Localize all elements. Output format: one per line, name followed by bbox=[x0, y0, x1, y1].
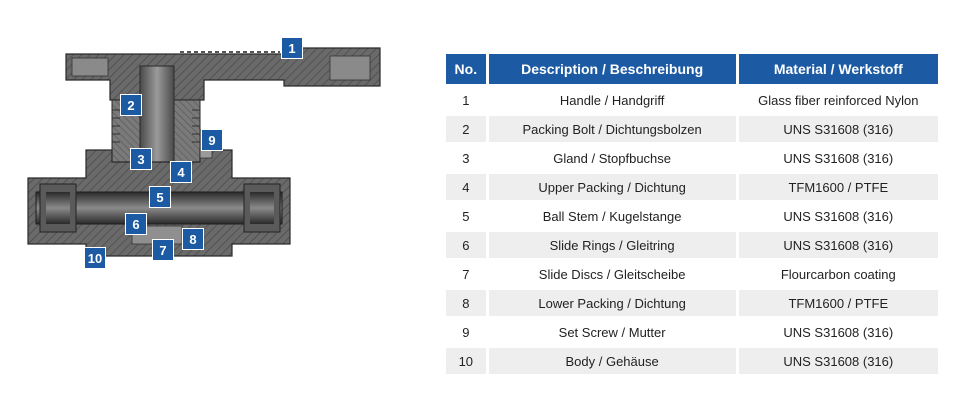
cell-no: 8 bbox=[446, 290, 489, 316]
cell-description: Upper Packing / Dichtung bbox=[488, 174, 739, 200]
cell-description: Body / Gehäuse bbox=[488, 348, 739, 374]
callout-7: 7 bbox=[152, 239, 174, 261]
cell-material: UNS S31608 (316) bbox=[738, 116, 938, 142]
table-row: 9 Set Screw / Mutter UNS S31608 (316) bbox=[446, 319, 938, 345]
table-row: 3 Gland / Stopfbuchse UNS S31608 (316) bbox=[446, 145, 938, 171]
cell-material: UNS S31608 (316) bbox=[738, 145, 938, 171]
header-no: No. bbox=[446, 54, 489, 84]
table-header-row: No. Description / Beschreibung Material … bbox=[446, 54, 938, 84]
cell-no: 1 bbox=[446, 87, 489, 113]
callout-5: 5 bbox=[149, 186, 171, 208]
cell-no: 10 bbox=[446, 348, 489, 374]
table-row: 6 Slide Rings / Gleitring UNS S31608 (31… bbox=[446, 232, 938, 258]
cell-material: UNS S31608 (316) bbox=[738, 348, 938, 374]
cell-no: 6 bbox=[446, 232, 489, 258]
cell-description: Slide Discs / Gleitscheibe bbox=[488, 261, 739, 287]
cell-description: Set Screw / Mutter bbox=[488, 319, 739, 345]
parts-table: No. Description / Beschreibung Material … bbox=[446, 51, 938, 377]
cell-material: Glass fiber reinforced Nylon bbox=[738, 87, 938, 113]
cell-material: TFM1600 / PTFE bbox=[738, 290, 938, 316]
handle-shape bbox=[65, 47, 381, 101]
cell-material: Flourcarbon coating bbox=[738, 261, 938, 287]
header-description: Description / Beschreibung bbox=[488, 54, 739, 84]
callout-6: 6 bbox=[125, 213, 147, 235]
table-row: 7 Slide Discs / Gleitscheibe Flourcarbon… bbox=[446, 261, 938, 287]
cell-no: 4 bbox=[446, 174, 489, 200]
cell-description: Lower Packing / Dichtung bbox=[488, 290, 739, 316]
callout-1: 1 bbox=[281, 37, 303, 59]
callout-4: 4 bbox=[170, 161, 192, 183]
cell-material: TFM1600 / PTFE bbox=[738, 174, 938, 200]
cell-no: 2 bbox=[446, 116, 489, 142]
valve-drawing bbox=[27, 47, 381, 257]
cell-material: UNS S31608 (316) bbox=[738, 319, 938, 345]
cell-no: 5 bbox=[446, 203, 489, 229]
table-row: 4 Upper Packing / Dichtung TFM1600 / PTF… bbox=[446, 174, 938, 200]
table-row: 10 Body / Gehäuse UNS S31608 (316) bbox=[446, 348, 938, 374]
table-row: 8 Lower Packing / Dichtung TFM1600 / PTF… bbox=[446, 290, 938, 316]
cell-material: UNS S31608 (316) bbox=[738, 203, 938, 229]
table-row: 2 Packing Bolt / Dichtungsbolzen UNS S31… bbox=[446, 116, 938, 142]
cell-description: Handle / Handgriff bbox=[488, 87, 739, 113]
table-row: 5 Ball Stem / Kugelstange UNS S31608 (31… bbox=[446, 203, 938, 229]
valve-cross-section-diagram: 1 2 3 4 5 6 7 8 9 10 bbox=[0, 0, 430, 406]
header-material: Material / Werkstoff bbox=[738, 54, 938, 84]
callout-3: 3 bbox=[130, 148, 152, 170]
callout-8: 8 bbox=[182, 228, 204, 250]
cell-no: 3 bbox=[446, 145, 489, 171]
cell-description: Gland / Stopfbuchse bbox=[488, 145, 739, 171]
callout-10: 10 bbox=[84, 247, 106, 269]
cell-no: 9 bbox=[446, 319, 489, 345]
cell-material: UNS S31608 (316) bbox=[738, 232, 938, 258]
body-shape bbox=[27, 149, 291, 257]
callout-9: 9 bbox=[201, 129, 223, 151]
cell-description: Slide Rings / Gleitring bbox=[488, 232, 739, 258]
cell-description: Ball Stem / Kugelstange bbox=[488, 203, 739, 229]
table-row: 1 Handle / Handgriff Glass fiber reinfor… bbox=[446, 87, 938, 113]
cell-description: Packing Bolt / Dichtungsbolzen bbox=[488, 116, 739, 142]
cell-no: 7 bbox=[446, 261, 489, 287]
callout-2: 2 bbox=[120, 94, 142, 116]
